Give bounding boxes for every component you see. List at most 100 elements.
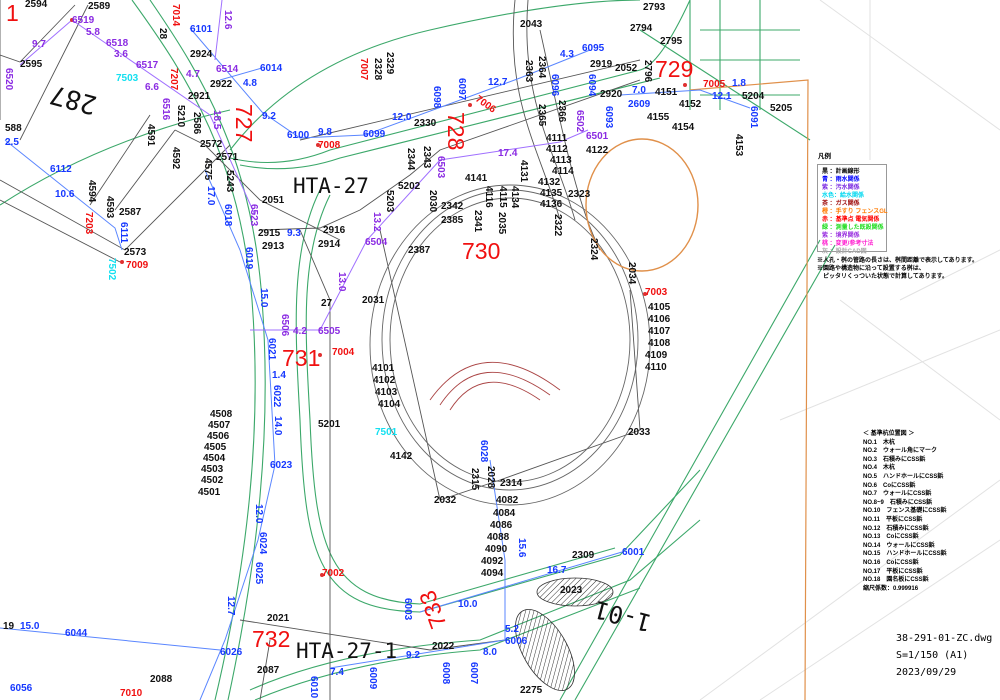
survey-dots [70, 18, 687, 577]
sewer-label: 5.8 [86, 27, 100, 38]
point-label: 2794 [630, 23, 653, 34]
storm-label: 6101 [190, 24, 213, 35]
point-label: 4502 [201, 475, 224, 486]
storm-label: 6022 [271, 385, 282, 408]
point-label: 2919 [590, 59, 613, 70]
storm-label: 6006 [505, 636, 528, 647]
point-label: 4503 [201, 464, 224, 475]
reference-item: NO.13 CoにCSS鋲 [863, 534, 919, 541]
point-label: 4094 [481, 568, 504, 579]
sewer-label: 6502 [574, 110, 585, 133]
point-label: 2793 [643, 2, 666, 13]
storm-label: 6018 [222, 204, 233, 227]
storm-label: 6095 [582, 43, 605, 54]
background-cad-lines [699, 0, 1000, 700]
legend-item: 赤 ：基準点 電気関係 [822, 217, 880, 223]
storm-label: 9.8 [318, 127, 332, 138]
storm-label: 2.5 [5, 137, 19, 148]
legend-item: 灰 ：設計CAD図 [822, 249, 867, 255]
point-label: 4092 [481, 556, 504, 567]
sewer-label: 17.4 [498, 148, 518, 159]
point-label: 4594 [86, 180, 97, 203]
point-label: 4086 [490, 520, 513, 531]
point-label: 5201 [318, 419, 341, 430]
point-label: 2051 [262, 195, 285, 206]
point-label: 2922 [210, 79, 233, 90]
drawing-scale: S=1/150 (A1) [896, 650, 969, 661]
point-label: 5202 [398, 181, 421, 192]
ref-point-label: 7010 [120, 688, 143, 699]
sewer-label: 6501 [586, 131, 609, 142]
drawing-date: 2023/09/29 [896, 667, 957, 678]
storm-label: 6008 [440, 662, 451, 685]
storm-label: 6001 [622, 547, 645, 558]
storm-label: 15.0 [258, 288, 269, 308]
ref-point-label: 7009 [126, 260, 149, 271]
plan-black-lines [0, 0, 641, 700]
point-label: 2052 [615, 63, 638, 74]
point-label: 4151 [655, 87, 678, 98]
reference-item: NO.17 平板にCSS鋲 [863, 568, 923, 575]
legend-item: 茶 ：ガス関係 [822, 201, 860, 207]
point-label: 2032 [434, 495, 457, 506]
storm-label: 6097 [456, 78, 467, 101]
storm-label: 6025 [253, 562, 264, 585]
point-label: 5243 [224, 170, 235, 193]
point-label: 2021 [267, 613, 290, 624]
point-label: 2330 [414, 118, 437, 129]
point-label: 2314 [500, 478, 523, 489]
point-label: 4112 [546, 144, 568, 155]
point-label: 4132 [538, 177, 561, 188]
sewer-label: 12.6 [222, 10, 233, 30]
reference-item: NO.11 平板にCSS鋲 [863, 516, 923, 523]
note-line: ※園路や構造物に沿って設置する桝は、 [817, 266, 925, 272]
point-label: 2572 [200, 139, 223, 150]
storm-label: 2609 [628, 99, 651, 110]
point-label: 4084 [493, 508, 516, 519]
storm-label: 6023 [270, 460, 293, 471]
legend-item: 紫 ：汚水関係 [822, 185, 860, 191]
legend-item: 紫 ：境界関係 [822, 233, 860, 239]
point-label: 4506 [207, 431, 230, 442]
point-label: 2573 [124, 247, 147, 258]
point-label: 2033 [628, 427, 651, 438]
point-label: 2034 [626, 262, 637, 285]
point-label: 4508 [210, 409, 233, 420]
point-label: 4110 [645, 362, 667, 373]
sewer-label: 4.2 [293, 326, 307, 337]
point-label: 27 [321, 298, 333, 309]
point-label: 2088 [150, 674, 173, 685]
point-label: 4115 [497, 186, 508, 208]
storm-label: 15.0 [20, 621, 40, 632]
sewer-label: 6517 [136, 60, 159, 71]
note-line: ※人孔・桝の管路の長さは、桝間距離で表示してあります。 [817, 258, 979, 264]
storm-label: 12.7 [488, 77, 508, 88]
point-label: 2275 [520, 685, 543, 696]
point-label: 4135 [540, 188, 563, 199]
storm-label: 6019 [243, 247, 254, 270]
sewer-label: 6523 [248, 204, 259, 227]
sewer-pipes [19, 0, 589, 331]
reference-item: NO.1 木杭 [863, 439, 896, 446]
point-label: 2344 [405, 148, 416, 171]
point-label: 5205 [770, 103, 793, 114]
storm-label: 6021 [266, 338, 277, 361]
point-label: 4082 [496, 495, 519, 506]
note-line: ピッタリくっついた状態で計算してあります。 [817, 274, 949, 280]
point-label: 4505 [204, 442, 227, 453]
reference-item: NO.14 ウォールにCSS鋲 [863, 542, 935, 549]
point-label: 2915 [258, 228, 281, 239]
ref-point-label: 7002 [322, 568, 345, 579]
storm-label: 6091 [748, 106, 759, 129]
point-label: 4141 [465, 173, 488, 184]
point-label: 2035 [496, 212, 507, 235]
hatched-areas [515, 577, 614, 691]
reference-number: 730 [462, 238, 501, 264]
storm-label: 6003 [402, 598, 413, 621]
point-label: 4592 [170, 147, 181, 170]
sewer-label: 6505 [318, 326, 341, 337]
storm-label: 12.0 [392, 112, 412, 123]
sewer-label: 9.7 [32, 39, 46, 50]
water-label: 7503 [116, 73, 139, 84]
point-label: 4113 [550, 155, 572, 166]
